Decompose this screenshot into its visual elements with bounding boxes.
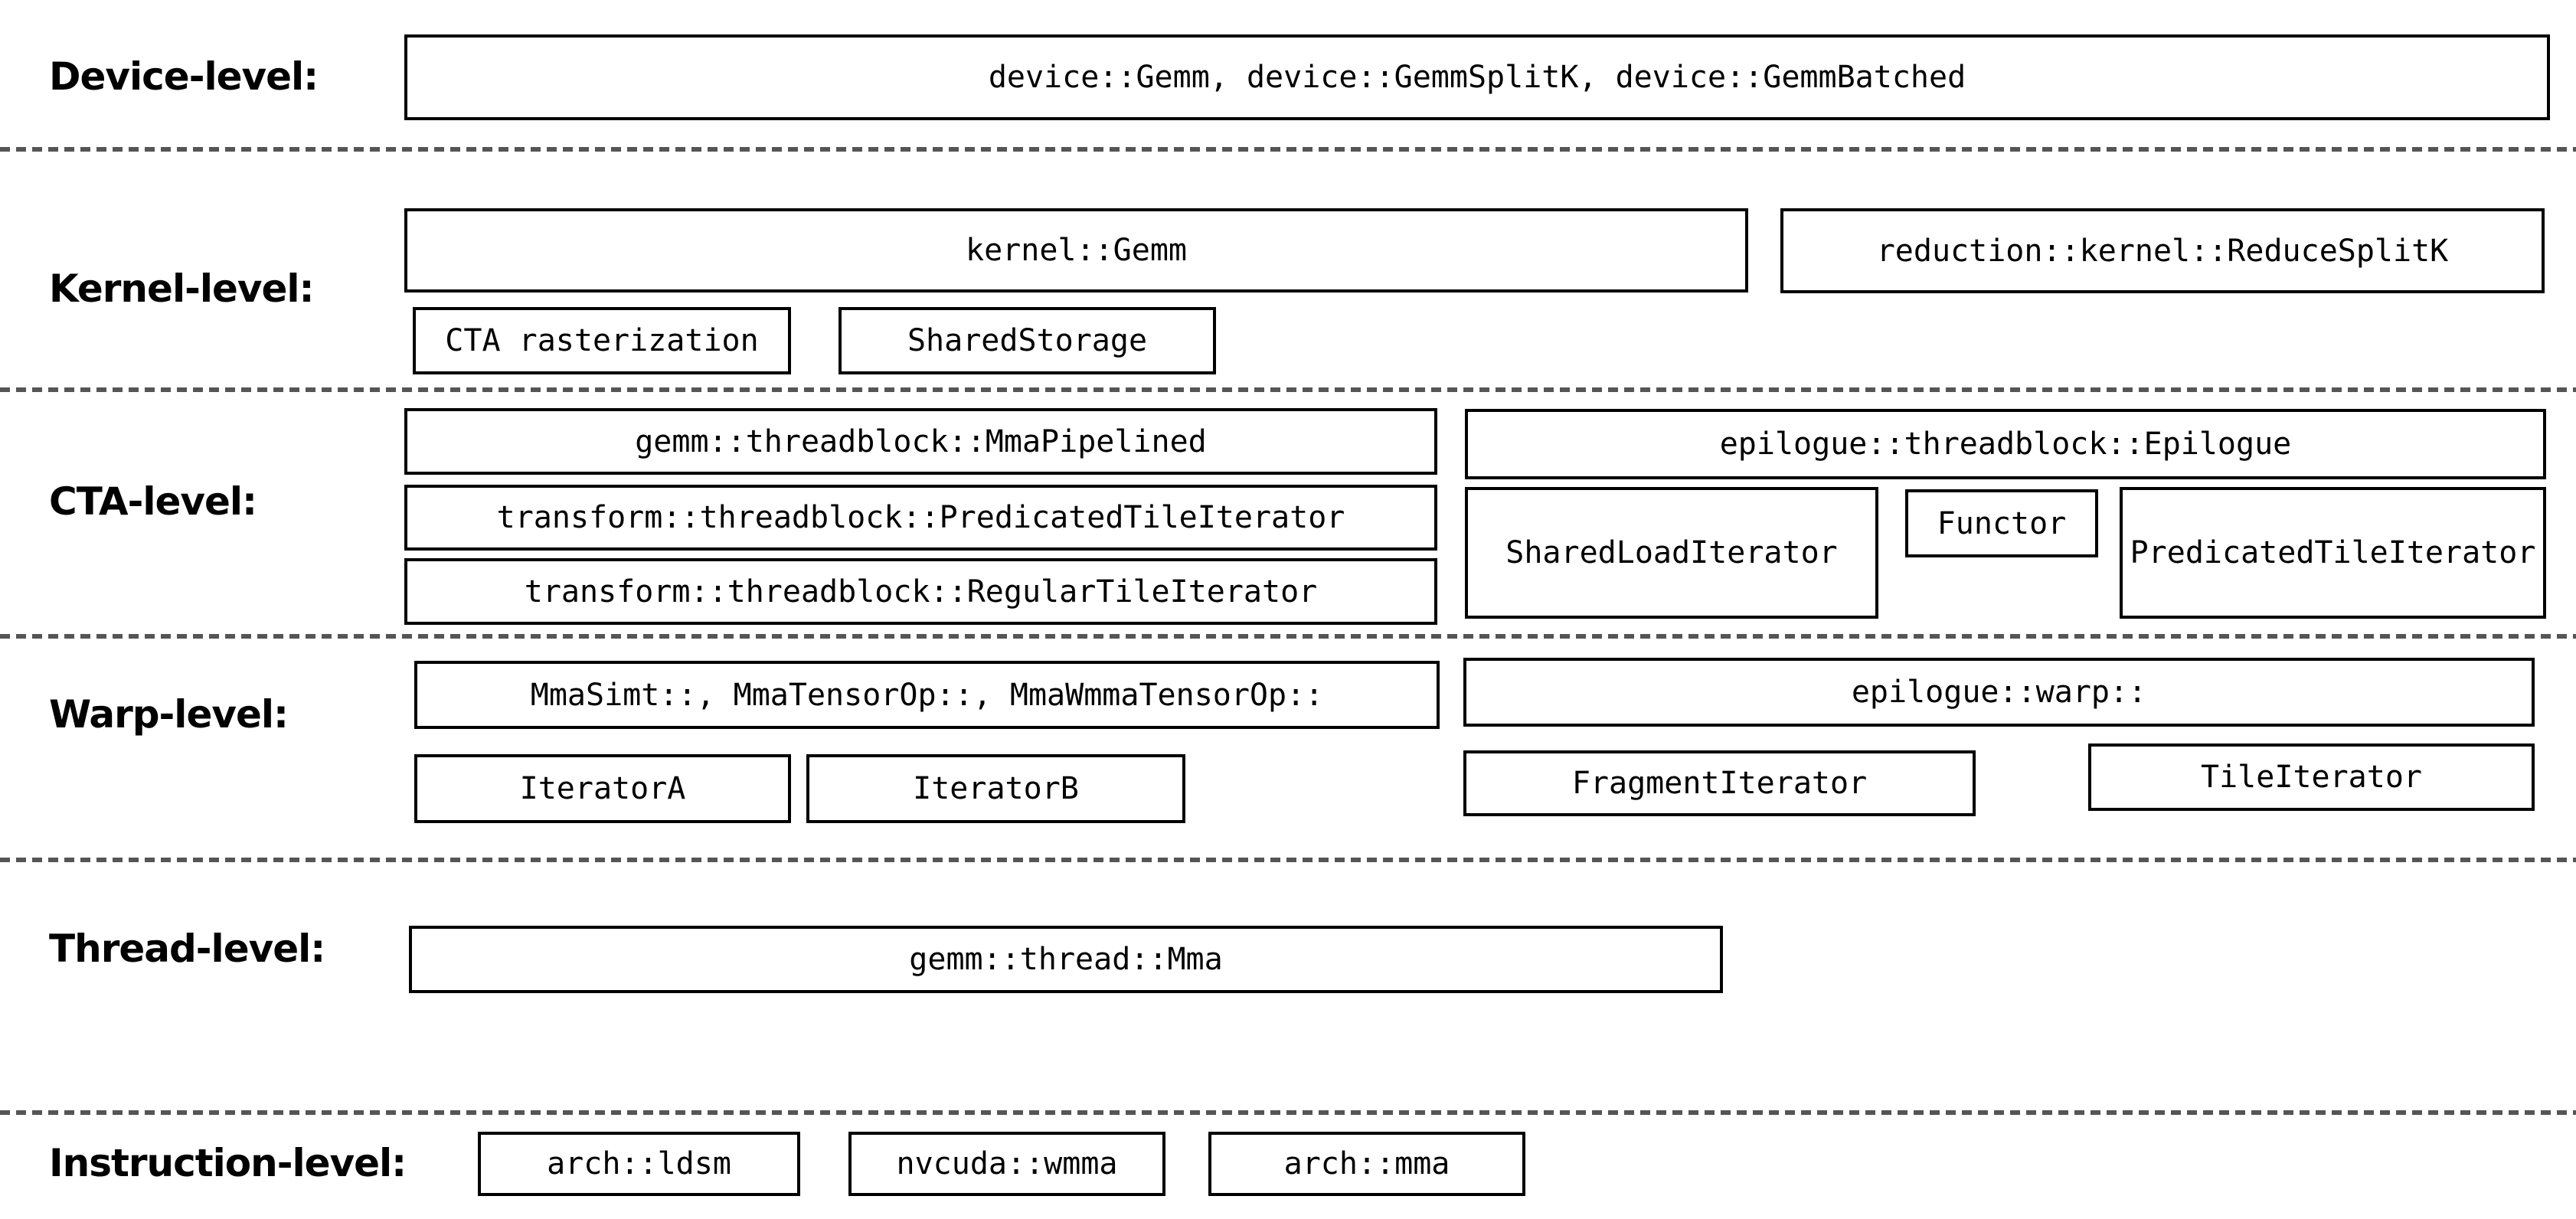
warp-mma-box: MmaSimt::, MmaTensorOp::, MmaWmmaTensorO… [414, 661, 1440, 729]
nvcuda-wmma-box: nvcuda::wmma [848, 1132, 1165, 1196]
thread-level-label: Thread-level: [49, 927, 325, 971]
cta-level-label: CTA-level: [49, 479, 257, 524]
shared-load-iterator-box: SharedLoadIterator [1465, 487, 1878, 619]
epilogue-predicated-tile-iterator-box: PredicatedTileIterator [2120, 487, 2546, 619]
separator-cta-warp [0, 634, 2576, 639]
shared-storage-box: SharedStorage [839, 307, 1216, 374]
device-gemm-box: device::Gemm, device::GemmSplitK, device… [404, 34, 2550, 120]
kernel-gemm-box: kernel::Gemm [404, 208, 1748, 292]
separator-kernel-cta [0, 387, 2576, 392]
gemm-thread-mma-box: gemm::thread::Mma [409, 926, 1723, 993]
iterator-b-box: IteratorB [806, 754, 1185, 823]
instruction-level-label: Instruction-level: [49, 1141, 407, 1185]
separator-thread-instruction [0, 1110, 2576, 1115]
transform-threadblock-predicated-tile-iterator-box: transform::threadblock::PredicatedTileIt… [404, 485, 1437, 551]
kernel-level-label: Kernel-level: [49, 266, 315, 311]
separator-warp-thread [0, 858, 2576, 862]
tile-iterator-box: TileIterator [2088, 743, 2535, 811]
separator-device-kernel [0, 147, 2576, 152]
warp-level-label: Warp-level: [49, 692, 289, 737]
arch-mma-box: arch::mma [1208, 1132, 1525, 1196]
iterator-a-box: IteratorA [414, 754, 791, 823]
cta-rasterization-box: CTA rasterization [413, 307, 791, 374]
transform-threadblock-regular-tile-iterator-box: transform::threadblock::RegularTileItera… [404, 558, 1437, 625]
functor-box: Functor [1905, 489, 2098, 557]
reduction-kernel-reduce-splitk-box: reduction::kernel::ReduceSplitK [1780, 208, 2545, 293]
arch-ldsm-box: arch::ldsm [478, 1132, 800, 1196]
epilogue-warp-box: epilogue::warp:: [1463, 658, 2535, 727]
device-level-label: Device-level: [49, 54, 319, 99]
epilogue-threadblock-epilogue-box: epilogue::threadblock::Epilogue [1465, 409, 2546, 479]
fragment-iterator-box: FragmentIterator [1463, 750, 1976, 816]
gemm-threadblock-mma-pipelined-box: gemm::threadblock::MmaPipelined [404, 408, 1437, 475]
